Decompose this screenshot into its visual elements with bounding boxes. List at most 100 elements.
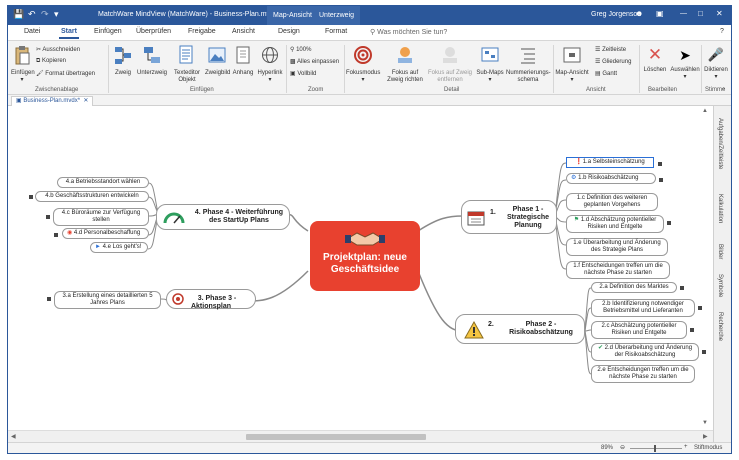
help-icon[interactable]: ?	[720, 28, 724, 35]
maximize-icon[interactable]: □	[698, 9, 703, 18]
fit-all-button[interactable]: ▩ Alles einpassen	[290, 58, 339, 65]
ribbon-display-icon[interactable]: ▣	[656, 9, 664, 18]
collapse-dot[interactable]	[659, 178, 663, 182]
collapse-dot[interactable]	[698, 306, 702, 310]
copy-button[interactable]: ⧉ Kopieren	[36, 58, 66, 65]
zoom-slider[interactable]	[630, 448, 682, 449]
tab-format[interactable]: Format	[325, 28, 348, 35]
collapse-dot[interactable]	[680, 286, 684, 290]
context-tab-map[interactable]: Map-Ansicht	[267, 6, 318, 25]
user-icon[interactable]: ☻	[635, 9, 644, 18]
collapse-dot[interactable]	[667, 221, 671, 225]
subtopic-1a[interactable]: ❗1.a Selbsteinschätzung	[566, 157, 654, 168]
panel-tab-tasks[interactable]: Aufgaben/Zeitleiste	[717, 118, 723, 170]
panel-tab-symbols[interactable]: Symbole	[717, 274, 723, 298]
pen-mode-label[interactable]: Stiftmodus	[694, 445, 723, 451]
focus-branch-button[interactable]: Fokus auf Zweig richten	[385, 45, 425, 84]
horizontal-scrollbar[interactable]: ◀ ▶	[8, 430, 713, 442]
subtopic-2d[interactable]: ✔ 2.d Überarbeitung und Änderung der Ris…	[591, 343, 699, 361]
subtopic-4d[interactable]: ◉ 4.d Personalbeschaffung	[62, 228, 149, 239]
hyperlink-button[interactable]: Hyperlink▾	[256, 45, 284, 84]
zoom-slider-handle[interactable]	[654, 445, 656, 452]
zoom-out-icon[interactable]: ⊖	[620, 445, 626, 451]
unfocus-branch-button[interactable]: Fokus auf Zweig entfernen	[427, 45, 473, 84]
numbering-button[interactable]: Nummerierungs- schema	[506, 45, 551, 84]
paste-button[interactable]: Einfügen▾	[11, 45, 35, 84]
tab-ansicht[interactable]: Ansicht	[232, 28, 255, 35]
branch-phase3[interactable]: 3. Phase 3 - Aktionsplan	[166, 289, 256, 310]
scrollbar-thumb[interactable]	[246, 434, 426, 440]
tab-design[interactable]: Design	[278, 28, 300, 35]
branch-phase4[interactable]: 4. Phase 4 - Weiterführung des StartUp P…	[156, 204, 290, 230]
close-tab-icon[interactable]: ✕	[83, 98, 89, 104]
scroll-up-arrow[interactable]: ▲	[702, 108, 708, 114]
tab-ueberpruefen[interactable]: Überprüfen	[136, 28, 172, 35]
scroll-left-arrow[interactable]: ◀	[11, 434, 16, 440]
mind-map-canvas[interactable]: Projektplan: neue Geschäftsidee 1. Phase…	[8, 106, 713, 430]
central-topic[interactable]: Projektplan: neue Geschäftsidee	[310, 221, 420, 291]
subtopic-4e[interactable]: ► 4.e Los geht's!	[90, 242, 148, 253]
text-editor-button[interactable]: Texteditor Objekt	[172, 45, 200, 84]
subtopic-4b[interactable]: 4.b Geschäftsstrukturen entwickeln	[35, 191, 149, 202]
subtopic-2a[interactable]: 2.a Definition des Marktes	[591, 282, 677, 293]
collapse-dot[interactable]	[54, 233, 58, 237]
select-button[interactable]: ➤ Auswählen▾	[670, 45, 700, 81]
gantt-button[interactable]: ▤ Gantt	[595, 70, 617, 77]
collapse-dot[interactable]	[47, 297, 51, 301]
subtopic-1c[interactable]: 1.c Definition des weiteren geplanten Vo…	[566, 193, 658, 211]
collapse-dot[interactable]	[29, 195, 33, 199]
customize-qat-icon[interactable]: ▾	[54, 9, 59, 19]
cut-button[interactable]: ✂ Ausschneiden	[36, 46, 80, 53]
tab-einfuegen[interactable]: Einfügen	[94, 28, 122, 35]
fullscreen-button[interactable]: ▣ Vollbild	[290, 70, 316, 77]
tab-freigabe[interactable]: Freigabe	[188, 28, 216, 35]
panel-tab-images[interactable]: Bilder	[717, 244, 723, 260]
subtopic-2e[interactable]: 2.e Entscheidungen treffen um die nächst…	[591, 365, 695, 383]
subtopic-1d[interactable]: ⚑ 1.d Abschätzung potentieller Risiken u…	[566, 215, 664, 233]
collapse-dot[interactable]	[658, 162, 662, 166]
branch-phase2[interactable]: 2. Phase 2 - Risikoabschätzung	[455, 314, 585, 344]
document-tab[interactable]: ▣ Business-Plan.mvdx* ✕	[11, 96, 94, 106]
branch-image-button[interactable]: Zweigbild	[205, 45, 230, 77]
outline-button[interactable]: ☰ Gliederung	[595, 58, 631, 65]
attachment-button[interactable]: Anhang	[232, 45, 254, 77]
tab-datei[interactable]: Datei	[24, 28, 41, 35]
scroll-right-arrow[interactable]: ▶	[703, 434, 708, 440]
save-icon[interactable]: 💾	[13, 9, 25, 19]
panel-tab-research[interactable]: Recherche	[717, 312, 723, 342]
submaps-button[interactable]: Sub-Maps▾	[475, 45, 505, 84]
subbranch-button[interactable]: Unterzweig	[135, 45, 169, 77]
branch-button[interactable]: Zweig	[112, 45, 134, 77]
subtopic-1f[interactable]: 1.f Entscheidungen treffen um die nächst…	[566, 261, 670, 279]
subtopic-1e[interactable]: 1.e Überarbeitung und Änderung des Strat…	[566, 238, 668, 256]
subtopic-2b[interactable]: 2.b Identifizierung notwendiger Betriebs…	[591, 299, 695, 317]
subtopic-4a[interactable]: 4.a Betriebsstandort wählen	[57, 177, 149, 188]
collapse-dot[interactable]	[690, 328, 694, 332]
zoom-100-button[interactable]: ⚲ 100%	[290, 46, 311, 53]
tab-start[interactable]: Start	[59, 28, 79, 39]
zoom-in-icon[interactable]: +	[684, 444, 688, 450]
branch-phase1[interactable]: 1. Phase 1 - Strategische Planung	[461, 200, 557, 234]
user-name[interactable]: Greg Jorgenson	[591, 11, 642, 18]
delete-button[interactable]: ✕ Löschen	[641, 45, 669, 74]
focus-mode-button[interactable]: Fokusmodus▾	[346, 45, 380, 84]
redo-icon[interactable]: ↷	[41, 9, 49, 19]
map-view-button[interactable]: Map-Ansicht▾	[555, 45, 589, 84]
format-painter-button[interactable]: 🖌 Format übertragen	[36, 70, 95, 77]
undo-icon[interactable]: ↶	[28, 9, 36, 19]
subtopic-2c[interactable]: 2.c Abschätzung potentieller Risiken und…	[591, 321, 687, 339]
panel-tab-calculation[interactable]: Kalkulation	[717, 194, 723, 224]
dictate-button[interactable]: 🎤 Diktieren▾	[702, 45, 730, 81]
search-box[interactable]: ⚲ Was möchten Sie tun?	[370, 28, 447, 36]
subtopic-3a[interactable]: 3.a Erstellung eines detaillierten 5 Jah…	[54, 291, 161, 309]
collapse-dot[interactable]	[702, 350, 706, 354]
collapse-ribbon-icon[interactable]: ⌃	[721, 88, 727, 94]
subtopic-4c[interactable]: 4.c Büroräume zur Verfügung stellen	[53, 208, 149, 226]
scroll-down-arrow[interactable]: ▼	[702, 420, 708, 426]
subtopic-1b[interactable]: ⚙ 1.b Risikoabschätzung	[566, 173, 656, 184]
minimize-icon[interactable]: —	[680, 10, 687, 17]
context-tab-branch[interactable]: Unterzweig	[313, 6, 361, 25]
collapse-dot[interactable]	[46, 215, 50, 219]
timeline-button[interactable]: ☰ Zeitleiste	[595, 46, 626, 53]
close-icon[interactable]: ✕	[716, 9, 723, 18]
